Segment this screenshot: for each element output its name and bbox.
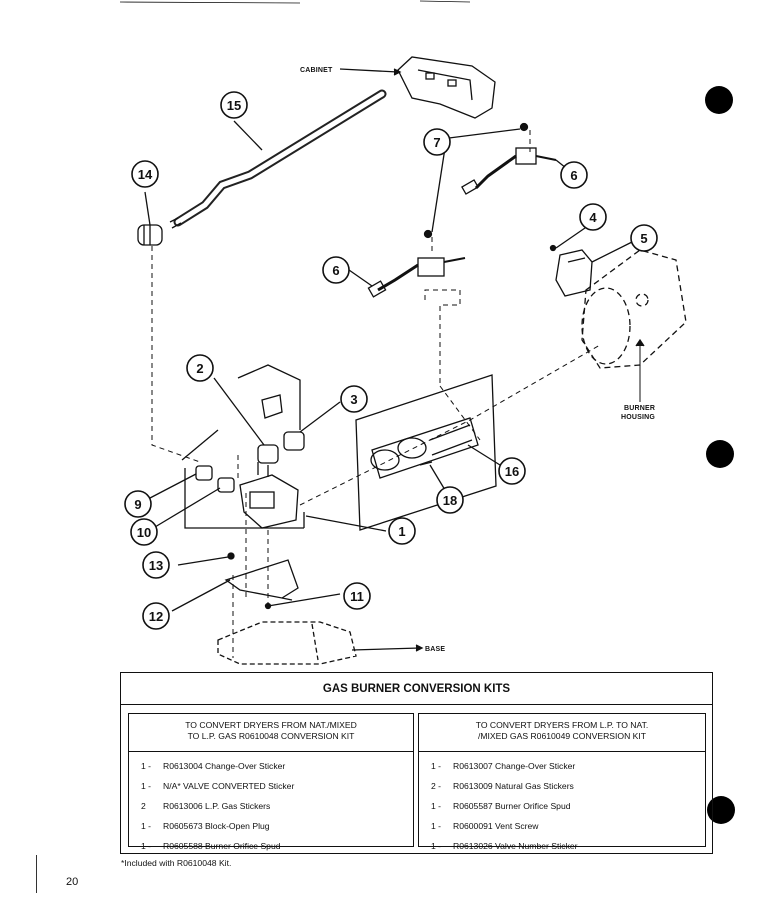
- callout-11: 11: [350, 589, 364, 604]
- list-item: 1 - R0613026 Valve Number Sticker: [419, 836, 705, 856]
- list-item: 1 - R0605588 Burner Orifice Spud: [129, 836, 413, 856]
- base-panel: [217, 621, 357, 665]
- label-burner-housing-line2: HOUSING: [621, 414, 655, 421]
- callout-3: 3: [350, 392, 357, 407]
- callout-14: 14: [138, 167, 153, 182]
- callout-7: 7: [433, 135, 440, 150]
- binder-hole-bottom: [707, 796, 735, 824]
- lower-wire-harness: [367, 229, 466, 298]
- item-qty: 1 -: [431, 761, 442, 771]
- item-qty: 1 -: [141, 761, 152, 771]
- gas-pipe: [169, 89, 387, 229]
- callout-6-upper: 6: [570, 168, 577, 183]
- callout-4: 4: [589, 210, 597, 225]
- callout-9: 9: [134, 497, 141, 512]
- item-qty: 2 -: [431, 781, 442, 791]
- column-heading: TO CONVERT DRYERS FROM L.P. TO NAT. /MIX…: [419, 714, 705, 752]
- margin-rule: [36, 855, 37, 893]
- burner-assembly: [355, 374, 497, 531]
- item-desc: N/A* VALVE CONVERTED Sticker: [163, 781, 295, 791]
- conversion-kits-table: GAS BURNER CONVERSION KITS TO CONVERT DR…: [120, 672, 713, 854]
- list-item: 2 R0613006 L.P. Gas Stickers: [129, 796, 413, 816]
- binder-hole-top: [705, 86, 733, 114]
- list-item: 1 - N/A* VALVE CONVERTED Sticker: [129, 776, 413, 796]
- upper-wire-harness: [461, 122, 557, 195]
- callout-2: 2: [196, 361, 203, 376]
- kit-column-lp-to-nat: TO CONVERT DRYERS FROM L.P. TO NAT. /MIX…: [418, 713, 706, 851]
- item-desc: R0605587 Burner Orifice Spud: [453, 801, 571, 811]
- valve-mounting-bracket: [224, 552, 299, 601]
- item-desc: R0613007 Change-Over Sticker: [453, 761, 576, 771]
- callout-15: 15: [227, 98, 241, 113]
- burner-housing: [581, 249, 687, 369]
- callout-10: 10: [137, 525, 151, 540]
- gas-valve-assembly: [181, 364, 305, 529]
- exploded-parts-diagram: 15 14 7 6 6 4 5 2 3 16 18 9 10 1 13 11 1…: [119, 0, 687, 665]
- callout-16: 16: [505, 464, 519, 479]
- item-qty: 1 -: [431, 821, 442, 831]
- callout-5: 5: [640, 231, 647, 246]
- list-item: 1 - R0613004 Change-Over Sticker: [129, 756, 413, 776]
- item-desc: R0613009 Natural Gas Stickers: [453, 781, 574, 791]
- cabinet-bracket: [397, 56, 496, 119]
- kit-column-nat-to-lp: TO CONVERT DRYERS FROM NAT./MIXED TO L.P…: [128, 713, 414, 851]
- item-qty: 1 -: [141, 781, 152, 791]
- table-footnote: *Included with R0610048 Kit.: [121, 858, 232, 868]
- heading-line: TO L.P. GAS R0610048 CONVERSION KIT: [187, 731, 355, 741]
- item-desc: R0613006 L.P. Gas Stickers: [163, 801, 271, 811]
- page-number: 20: [66, 876, 79, 888]
- item-qty: 1 -: [431, 841, 442, 851]
- list-item: 1 - R0613007 Change-Over Sticker: [419, 756, 705, 776]
- heading-line: TO CONVERT DRYERS FROM NAT./MIXED: [185, 720, 357, 730]
- callout-12: 12: [149, 609, 163, 624]
- pipe-fitting: [137, 224, 163, 246]
- list-item: 1 - R0605587 Burner Orifice Spud: [419, 796, 705, 816]
- heading-line: /MIXED GAS R0610049 CONVERSION KIT: [477, 731, 647, 741]
- item-qty: 1 -: [431, 801, 442, 811]
- callout-1: 1: [398, 524, 405, 539]
- list-item: 1 - R0605673 Block-Open Plug: [129, 816, 413, 836]
- label-burner-housing-line1: BURNER: [624, 405, 655, 412]
- callout-6-lower: 6: [332, 263, 339, 278]
- item-desc: R0605673 Block-Open Plug: [163, 821, 270, 831]
- list-item: 1 - R0600091 Vent Screw: [419, 816, 705, 836]
- binder-hole-middle: [706, 440, 734, 468]
- igniter-bracket: [549, 244, 593, 297]
- item-desc: R0600091 Vent Screw: [453, 821, 539, 831]
- item-qty: 1 -: [141, 841, 152, 851]
- callout-18: 18: [443, 493, 457, 508]
- column-heading: TO CONVERT DRYERS FROM NAT./MIXED TO L.P…: [129, 714, 413, 752]
- list-item: 2 - R0613009 Natural Gas Stickers: [419, 776, 705, 796]
- item-qty: 2: [141, 801, 146, 811]
- label-cabinet: CABINET: [300, 67, 333, 74]
- item-desc: R0613004 Change-Over Sticker: [163, 761, 286, 771]
- item-qty: 1 -: [141, 821, 152, 831]
- callout-13: 13: [149, 558, 163, 573]
- item-desc: R0613026 Valve Number Sticker: [453, 841, 578, 851]
- label-base: BASE: [425, 646, 445, 653]
- item-desc: R0605588 Burner Orifice Spud: [163, 841, 281, 851]
- table-title: GAS BURNER CONVERSION KITS: [121, 673, 712, 705]
- heading-line: TO CONVERT DRYERS FROM L.P. TO NAT.: [475, 720, 649, 730]
